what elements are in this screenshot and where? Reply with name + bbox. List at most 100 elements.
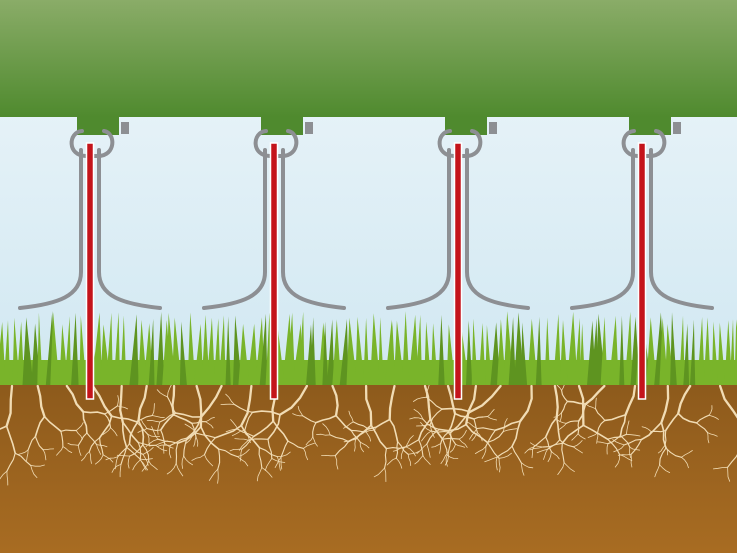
grass-blade [378, 317, 384, 385]
grass-blade [402, 311, 410, 385]
grass-blade [497, 319, 506, 385]
root [529, 384, 641, 475]
tine-assembly [202, 108, 346, 400]
root [220, 384, 309, 471]
root [392, 384, 468, 467]
root [146, 384, 223, 469]
grass-blade [346, 317, 358, 385]
grass-blade [393, 320, 405, 385]
grass-blade [553, 314, 561, 385]
aerator-drum [0, 0, 737, 117]
grass-blade [703, 317, 711, 385]
grass-blade [213, 318, 221, 385]
grass-blade [138, 319, 147, 385]
root [225, 384, 315, 470]
grass-blade [156, 312, 165, 385]
grass-blade [129, 314, 139, 385]
grass-blade [466, 320, 473, 385]
holder-flare-right [465, 148, 530, 310]
holder-flare-left [386, 148, 451, 310]
root [145, 384, 250, 484]
grass-blade [566, 311, 578, 385]
grass-blade [50, 312, 60, 385]
tine-assembly [18, 108, 162, 400]
grass-blade [683, 323, 690, 385]
grass-blade [286, 312, 296, 385]
holder-flare-left [18, 148, 83, 310]
grass-blade [471, 318, 478, 385]
grass-blade [297, 311, 305, 385]
clamp-bolt [673, 122, 681, 134]
root [465, 384, 534, 476]
grass-blade [322, 321, 329, 385]
clamp-bolt [305, 122, 313, 134]
grass-blade [148, 318, 155, 385]
grass-blade [310, 317, 316, 385]
grass-blade [697, 317, 705, 385]
grass-blade [579, 323, 585, 385]
holder-flare-right [649, 148, 714, 310]
tine [269, 142, 279, 400]
grass-blade [544, 317, 551, 385]
grass-blade [79, 315, 87, 385]
grass-blade [646, 317, 657, 385]
soil-layer [0, 383, 737, 553]
grass-blade [339, 319, 349, 385]
grass-blade [3, 320, 11, 385]
grass-blade [332, 319, 342, 385]
root [431, 384, 497, 454]
grass-blade [113, 312, 121, 385]
root [292, 384, 377, 453]
grass-blade [690, 319, 696, 385]
root [111, 384, 168, 478]
grass-blade [71, 312, 79, 385]
holder-flare-right [281, 148, 346, 310]
grass-blade [96, 315, 102, 385]
grass-blade [415, 314, 423, 385]
grass-blade [600, 316, 608, 385]
tine [453, 142, 463, 400]
grass-blade [206, 317, 215, 385]
grass-blade [326, 319, 335, 385]
root [65, 384, 128, 456]
grass-blade [711, 321, 719, 385]
grass-blade [520, 322, 528, 385]
grass-blade [238, 323, 250, 385]
root [409, 384, 518, 473]
grass-blade [389, 321, 396, 385]
grass-blade [613, 320, 619, 385]
grass-blade [527, 318, 538, 385]
grass-blade [430, 323, 438, 385]
grass-blade [724, 320, 733, 385]
grass-blade [37, 312, 43, 385]
grass-blade [438, 314, 445, 385]
grass-blade [187, 312, 196, 385]
holder-flare-left [570, 148, 635, 310]
grass-blade [225, 316, 231, 385]
clamp-bolt [489, 122, 497, 134]
root [18, 384, 84, 461]
grass-blade [424, 321, 432, 385]
grass-layer [0, 311, 737, 385]
grass-blade [508, 317, 516, 385]
grass-blade [670, 312, 677, 385]
grass-blade [490, 322, 501, 385]
grass-blade [535, 316, 542, 385]
root [413, 383, 502, 466]
root-network [0, 381, 737, 486]
tine [637, 142, 647, 400]
tine [85, 142, 95, 400]
grass-blade [120, 315, 127, 385]
grass-blade [446, 324, 456, 385]
root [343, 384, 420, 469]
grass-blade [370, 313, 381, 385]
grass-blade [201, 315, 210, 385]
grass-blade [619, 315, 625, 385]
grass-blade [717, 322, 726, 385]
root [105, 384, 158, 472]
grass-blade [478, 322, 486, 385]
clamp-bolt [121, 122, 129, 134]
grass-blade [355, 317, 365, 385]
grass-blade [105, 312, 113, 385]
grass-blade [408, 314, 419, 385]
